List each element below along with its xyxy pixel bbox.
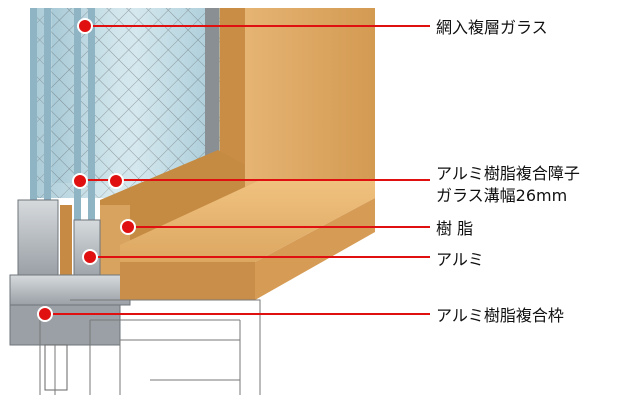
callout-dot-glass: [77, 18, 93, 34]
callout-dot-resin: [120, 219, 136, 235]
wall-structure-lines: [39, 299, 261, 395]
callout-dot-frame: [37, 306, 53, 322]
label-wire-double-glass: 網入複層ガラス: [436, 18, 548, 37]
wooden-sill-board: [120, 180, 375, 300]
label-resin: 樹 脂: [436, 219, 474, 238]
wire-glass-panes: [30, 8, 220, 223]
resin-sash-frame: [60, 150, 245, 275]
wooden-wall-casing: [218, 8, 375, 198]
label-aluminum: アルミ: [436, 250, 484, 269]
callout-dots: [37, 18, 136, 322]
label-composite-frame: アルミ樹脂複合枠: [436, 306, 564, 325]
label-composite-sash: アルミ樹脂複合障子: [436, 164, 580, 183]
label-glass-groove-width: ガラス溝幅26mm: [436, 186, 568, 205]
callout-dot-sash-b: [108, 173, 124, 189]
callout-lines: [45, 25, 430, 315]
callout-dot-sash-a: [72, 173, 88, 189]
callout-dot-aluminum: [82, 249, 98, 265]
aluminum-profiles: [9, 199, 131, 391]
